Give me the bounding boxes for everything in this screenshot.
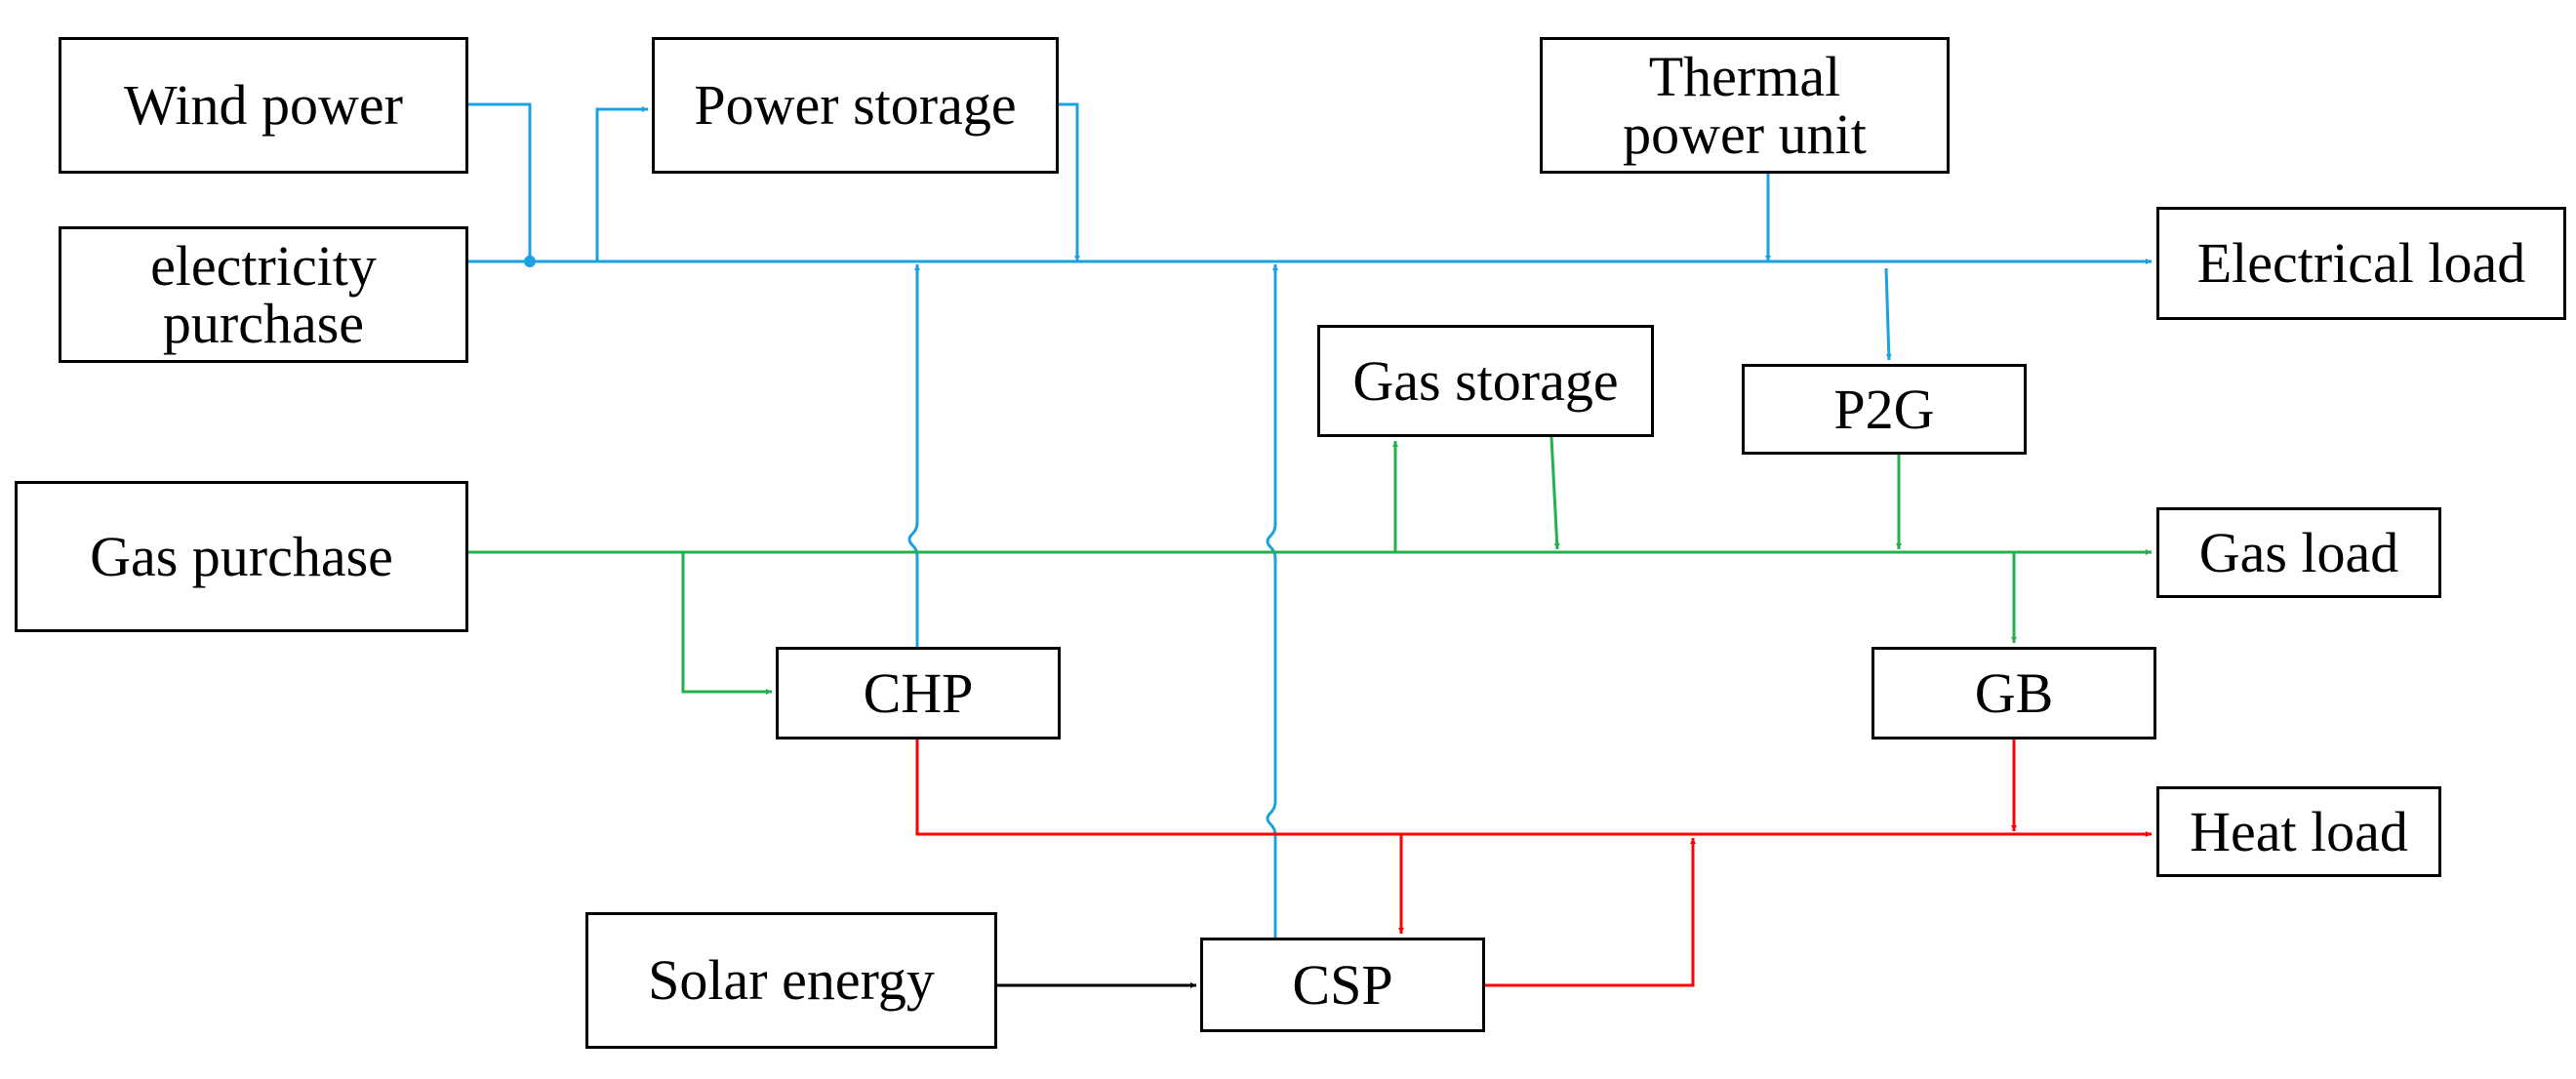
power-storage-box: Power storage (652, 37, 1059, 174)
gas-bus-to-chp-line (681, 552, 772, 695)
p2g-box: P2G (1742, 364, 2027, 455)
csp-to-heat-bus-line (1485, 838, 1696, 987)
bus-to-p2g-line (1884, 267, 1892, 361)
gas-storage-to-bus-line (1550, 436, 1560, 550)
heat-lines (915, 739, 2152, 987)
gas-lines (468, 436, 2152, 695)
bus-to-power-storage-line (595, 106, 648, 261)
gas-storage-box: Gas storage (1317, 325, 1654, 437)
csp-to-bus-line (1266, 264, 1278, 938)
power-storage-to-bus-line (1059, 102, 1080, 261)
heat-load-box: Heat load (2156, 786, 2441, 877)
chp-box: CHP (776, 647, 1061, 739)
gas-purchase-box: Gas purchase (15, 481, 468, 632)
thermal-power-unit-box: Thermal power unit (1540, 37, 1950, 174)
solar-energy-box: Solar energy (585, 912, 997, 1049)
chp-to-bus-line (907, 264, 920, 647)
electricity-purchase-box: electricity purchase (59, 226, 468, 363)
gb-box: GB (1872, 647, 2156, 739)
gas-load-box: Gas load (2156, 507, 2441, 598)
chp-to-heat-bus-line (915, 739, 2152, 837)
wind-power-box: Wind power (59, 37, 468, 174)
wind-to-bus-line (468, 102, 533, 261)
bus-junction-dot (524, 256, 536, 267)
csp-box: CSP (1200, 938, 1485, 1032)
electrical-load-box: Electrical load (2156, 207, 2566, 320)
